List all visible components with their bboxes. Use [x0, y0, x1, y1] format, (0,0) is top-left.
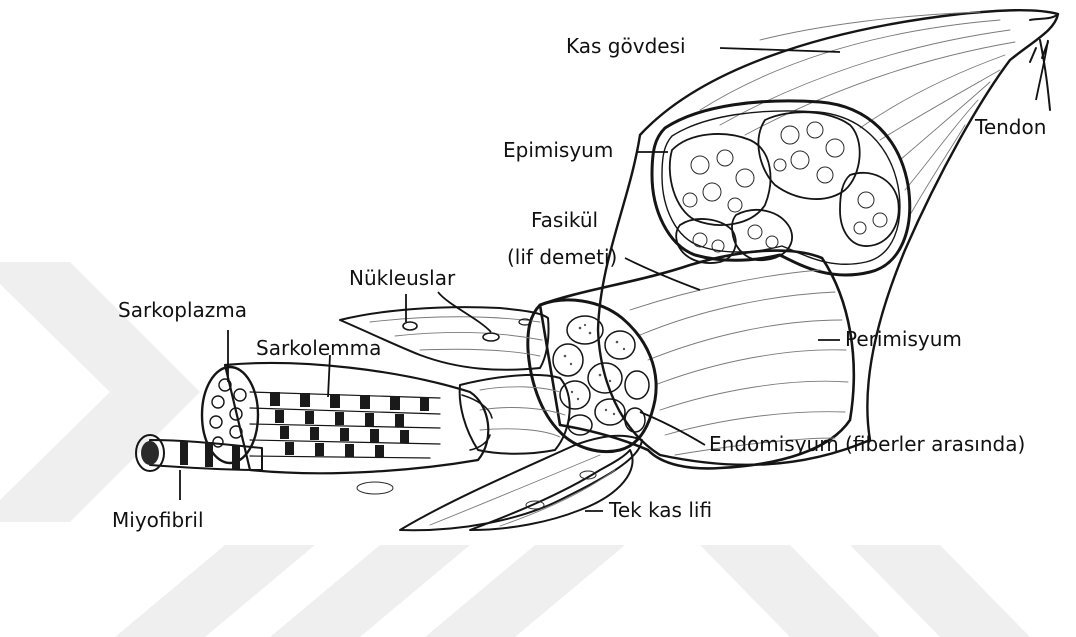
muscle-belly: [598, 10, 1058, 465]
fascicle-texture: [683, 122, 887, 252]
label-miyofibril: Miyofibril: [112, 508, 204, 532]
label-tendon: Tendon: [974, 115, 1046, 139]
label-kas-govdesi: Kas gövdesi: [566, 34, 686, 58]
myofibril-cross-sections: [210, 379, 246, 447]
nucleus-2: [483, 333, 499, 341]
nucleus-1: [403, 322, 417, 330]
label-sarkolemma: Sarkolemma: [256, 336, 381, 360]
label-sarkoplazma: Sarkoplazma: [118, 298, 247, 322]
labels: Kas gövdesi Tendon Epimisyum Fasikül (li…: [112, 34, 1046, 532]
single-fibers: [400, 436, 642, 531]
label-perimisyum: Perimisyum: [845, 327, 962, 351]
label-lif-demeti: (lif demeti): [507, 245, 617, 269]
label-tek-kas-lifi: Tek kas lifi: [608, 498, 712, 522]
fascicle-striations: [630, 270, 848, 455]
label-nukleuslar: Nükleuslar: [349, 266, 456, 290]
label-fasikul: Fasikül: [531, 208, 598, 232]
label-epimisyum: Epimisyum: [503, 138, 613, 162]
label-endomisyum: Endomisyum (fiberler arasında): [709, 432, 1025, 456]
